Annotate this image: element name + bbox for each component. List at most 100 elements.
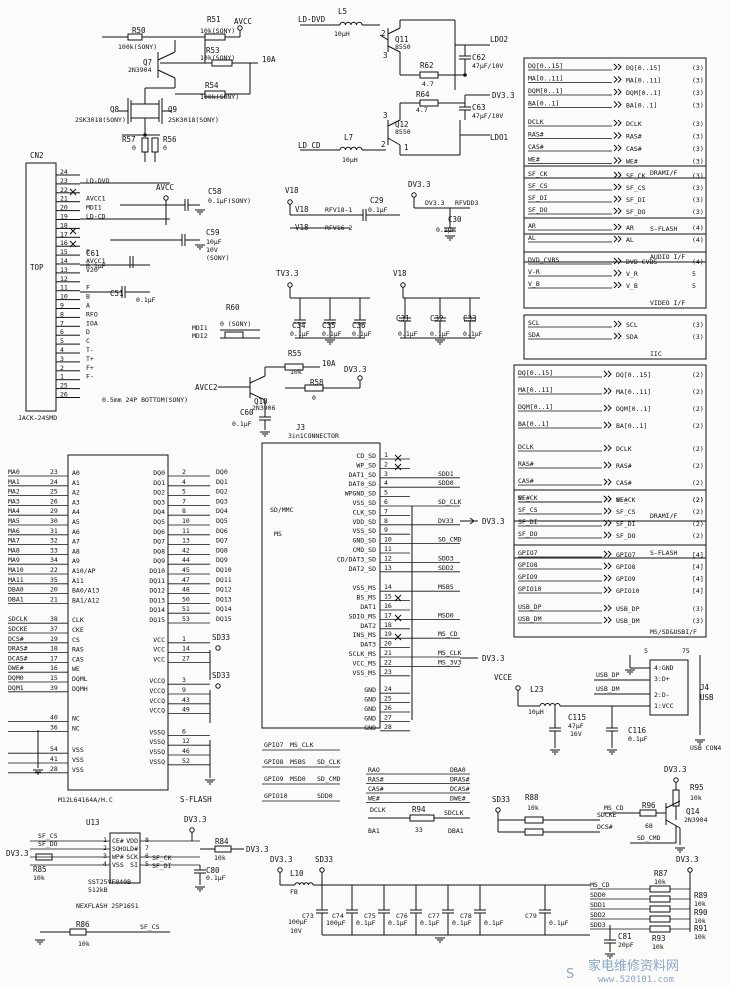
bus-title-sflash2: S-FLASH bbox=[650, 549, 677, 557]
label-capacitors-c31-ref: C31 bbox=[396, 314, 410, 323]
sdram-right-pin: DQ9 bbox=[153, 557, 165, 565]
label-u_sdram-part: M12L64164A/H.C bbox=[58, 796, 113, 804]
bus-right-dram2: WE# bbox=[616, 496, 628, 504]
dv33-rail-j3b: DV3.3 bbox=[482, 654, 505, 663]
dv33-bottom: DV3.3 bbox=[270, 855, 293, 864]
gpio-map-c: SD_CMD bbox=[317, 775, 341, 783]
j3-pin-num: 12 bbox=[384, 554, 392, 562]
bus-right-dram2: CAS# bbox=[616, 479, 632, 487]
sdram-right-net: DQ4 bbox=[216, 507, 228, 515]
j3-pin-name: VSS_MS bbox=[353, 584, 377, 592]
bus-left-msusb: USB_DP bbox=[518, 603, 542, 611]
bus-double-arrow bbox=[613, 157, 622, 164]
j3-pin-name: VCC_MS bbox=[353, 659, 377, 667]
dv33-u13b: DV3.3 bbox=[184, 815, 207, 824]
bus-right-dram2: MA[0..11] bbox=[616, 388, 651, 396]
bus-title-iic: IIC bbox=[650, 350, 662, 358]
label-resistors-r96-value: 68 bbox=[645, 822, 653, 830]
terminal bbox=[400, 282, 406, 288]
bus-double-arrow bbox=[603, 562, 612, 570]
label-usb-pin2: 2:D- bbox=[654, 691, 670, 699]
ten-a-net-1: 10A bbox=[262, 55, 276, 64]
cn2-body bbox=[25, 162, 57, 412]
cn2-pin-num: 11 bbox=[60, 284, 68, 292]
sdram-left-net: MA0 bbox=[8, 468, 20, 476]
sdram-right-num: 52 bbox=[182, 757, 190, 765]
bus-left-msusb: GPIO7 bbox=[518, 549, 538, 557]
sdram-left-pin: NC bbox=[72, 715, 80, 723]
sd33-rail-2: SD33 bbox=[492, 795, 510, 804]
j3-pin-name: GND_SD bbox=[353, 537, 377, 545]
label-capacitors-c73-rating: 10V bbox=[290, 927, 302, 935]
resistor-body bbox=[35, 853, 53, 861]
j3-pin-net: MSD0 bbox=[438, 611, 454, 619]
j3-pin-net: MS_3V3 bbox=[438, 658, 462, 666]
bus-right-msusb: GPIO8 bbox=[616, 563, 636, 571]
bus-left-dram1: RAS# bbox=[528, 131, 544, 139]
label-u13-sf_do: SF_DO bbox=[38, 840, 58, 848]
label-resistors-r93-ref: R93 bbox=[652, 934, 666, 943]
label-u13-sf_di: SF_DI bbox=[152, 862, 172, 870]
label-transistors-q10-ref: Q10 bbox=[254, 397, 268, 406]
label-sdcke_link-b: DCS# bbox=[597, 823, 613, 831]
label-resistors-r55-ref: R55 bbox=[288, 349, 302, 358]
sdram-right-net: DQ0 bbox=[216, 468, 228, 476]
cn2-pin-net: A bbox=[86, 302, 90, 310]
gpio-map-a: GPIO7 bbox=[264, 741, 284, 749]
label-misc_net-mdi1: MDI1 bbox=[192, 324, 208, 332]
watermark-main: 家电维修资料网 bbox=[588, 958, 679, 974]
j3-pin-num: 6 bbox=[384, 498, 388, 506]
bus-ref-dram1: (3) bbox=[692, 89, 704, 97]
q9-symbol bbox=[145, 98, 172, 124]
j3-pin-name: VSS_MS bbox=[353, 669, 377, 677]
bus-ref-dram2: (2) bbox=[692, 422, 704, 430]
sdram-right-num: 44 bbox=[182, 556, 190, 564]
label-resistors-r90-ref: R90 bbox=[694, 908, 708, 917]
sdram-left-pin: A10/AP bbox=[72, 567, 96, 575]
inductor-coil bbox=[339, 146, 363, 151]
bus-double-arrow bbox=[613, 269, 622, 277]
bus-block-dram1 bbox=[523, 57, 707, 179]
j3-pin-num: 22 bbox=[384, 658, 392, 666]
sdram-right-net: DQ15 bbox=[216, 615, 232, 623]
sdram-left-pin: RAS bbox=[72, 646, 84, 654]
sdram-right-net: DQ2 bbox=[216, 488, 228, 496]
j3-pin-num: 8 bbox=[384, 517, 388, 525]
pullup-net: SDD3 bbox=[590, 921, 606, 929]
sdram-right-net: DQ14 bbox=[216, 605, 232, 613]
sdram-left-pin: A6 bbox=[72, 528, 80, 536]
bus-ref-sflash1: (3) bbox=[692, 184, 704, 192]
no-connect-mark bbox=[394, 454, 402, 462]
label-capacitors-c77-ref: C77 bbox=[428, 912, 440, 920]
j3-pin-num: 16 bbox=[384, 602, 392, 610]
j3-pin-num: 3 bbox=[384, 470, 388, 478]
resistor-body bbox=[524, 816, 544, 824]
bus-right-sflash1: SF_DO bbox=[626, 208, 646, 216]
label-cn2-part: JACK-24SMD bbox=[18, 414, 57, 422]
no-connect-mark bbox=[69, 188, 77, 196]
label-transistors-q7-ref: Q7 bbox=[143, 58, 152, 67]
dv33-rail-j3: DV3.3 bbox=[482, 517, 505, 526]
j3-pin-net: DV33 bbox=[438, 517, 454, 525]
label-capacitors-c76-ref: C76 bbox=[396, 912, 408, 920]
dv33-rail-q14: DV3.3 bbox=[664, 765, 687, 774]
label-capacitors-c31-value: 0.1μF bbox=[398, 330, 418, 338]
label-resistors-r55-value: 10k bbox=[290, 368, 302, 376]
bus-left-dram1: CAS# bbox=[528, 143, 544, 151]
sdram-right-pin: VCC bbox=[153, 646, 165, 654]
bus-left-dram1: BA[0..1] bbox=[528, 100, 559, 108]
sdram-right-num: 50 bbox=[182, 595, 190, 603]
j3-pin-net: SDD3 bbox=[438, 554, 454, 562]
sdram-left-pin: A1 bbox=[72, 479, 80, 487]
sdram-left-pin: CKE bbox=[72, 626, 84, 634]
sdram-left-net: DWE# bbox=[8, 664, 24, 672]
sdram-left-num: 16 bbox=[50, 664, 58, 672]
sdram-left-num: 54 bbox=[50, 745, 58, 753]
dv33-rail-1: DV3.3 bbox=[492, 91, 515, 100]
j3-pin-num: 19 bbox=[384, 630, 392, 638]
sdram-right-num: 6 bbox=[182, 727, 186, 735]
label-ld_driver-pin2: 2 bbox=[381, 29, 386, 38]
sdram-left-net: DQM1 bbox=[8, 684, 24, 692]
bus-double-arrow bbox=[613, 132, 622, 139]
label-usb-num5: 5 bbox=[644, 647, 648, 655]
